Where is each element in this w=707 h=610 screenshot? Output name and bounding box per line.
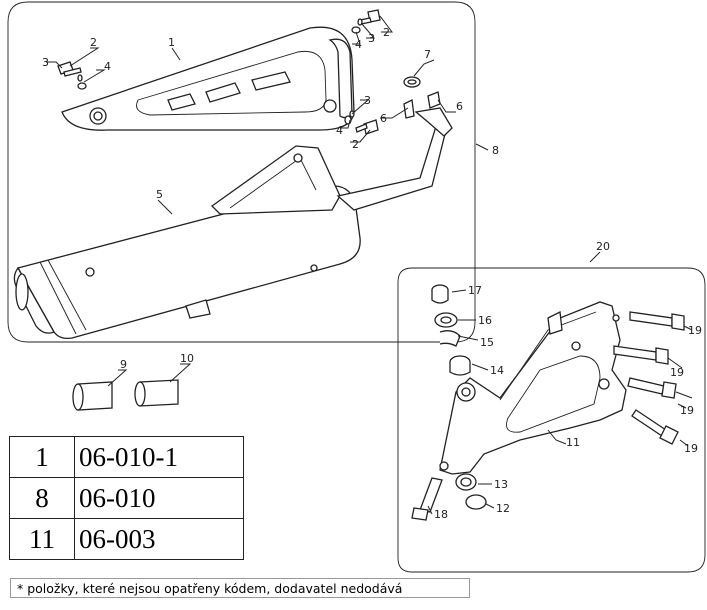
heat-shield xyxy=(61,26,355,131)
swing-bracket xyxy=(411,284,685,521)
callout-4: 4 xyxy=(104,60,111,73)
callout-11: 11 xyxy=(566,436,580,449)
callout-9: 9 xyxy=(120,358,127,371)
callout-4: 4 xyxy=(336,124,343,137)
bracket-group-frame xyxy=(397,267,706,573)
callout-15: 15 xyxy=(480,336,494,349)
callout-2: 2 xyxy=(352,138,359,151)
part-number: 1 xyxy=(9,436,75,478)
callout-12: 12 xyxy=(496,502,510,515)
fasteners-upper xyxy=(57,9,441,135)
callout-14: 14 xyxy=(490,364,504,377)
footnote: * položky, které nejsou opatřeny kódem, … xyxy=(10,578,470,598)
part-code: 06-010-1 xyxy=(74,436,244,478)
callout-3: 3 xyxy=(42,56,49,69)
part-number: 8 xyxy=(9,477,75,519)
callout-6: 6 xyxy=(380,112,387,125)
callout-6: 6 xyxy=(456,100,463,113)
callout-7: 7 xyxy=(424,48,431,61)
callout-4: 4 xyxy=(355,38,362,51)
callout-19: 19 xyxy=(688,324,702,337)
table-row: 8 06-010 xyxy=(9,477,244,519)
table-row: 1 06-010-1 xyxy=(9,436,244,478)
callout-2: 2 xyxy=(383,26,390,39)
part-code: 06-003 xyxy=(74,518,244,560)
callout-8: 8 xyxy=(492,144,499,157)
callout-19: 19 xyxy=(684,442,698,455)
part-code: 06-010 xyxy=(74,477,244,519)
callout-17: 17 xyxy=(468,284,482,297)
part-number: 11 xyxy=(9,518,75,560)
silencer xyxy=(13,107,453,340)
callout-19: 19 xyxy=(680,404,694,417)
callout-2: 2 xyxy=(90,36,97,49)
callout-1: 1 xyxy=(168,36,175,49)
callout-18: 18 xyxy=(434,508,448,521)
callout-5: 5 xyxy=(156,188,163,201)
callout-10: 10 xyxy=(180,352,194,365)
exhaust-tips xyxy=(72,379,179,411)
callout-20: 20 xyxy=(596,240,610,253)
callout-16: 16 xyxy=(478,314,492,327)
table-row: 11 06-003 xyxy=(9,518,244,560)
callout-labels: 1 2 3 4 2 3 4 3 4 2 6 7 6 8 5 9 10 20 17… xyxy=(42,26,702,521)
callout-3: 3 xyxy=(368,32,375,45)
callout-13: 13 xyxy=(494,478,508,491)
leader-lines xyxy=(46,15,693,515)
parts-code-table: 1 06-010-1 8 06-010 11 06-003 xyxy=(9,436,244,560)
callout-19: 19 xyxy=(670,366,684,379)
callout-3: 3 xyxy=(364,94,371,107)
